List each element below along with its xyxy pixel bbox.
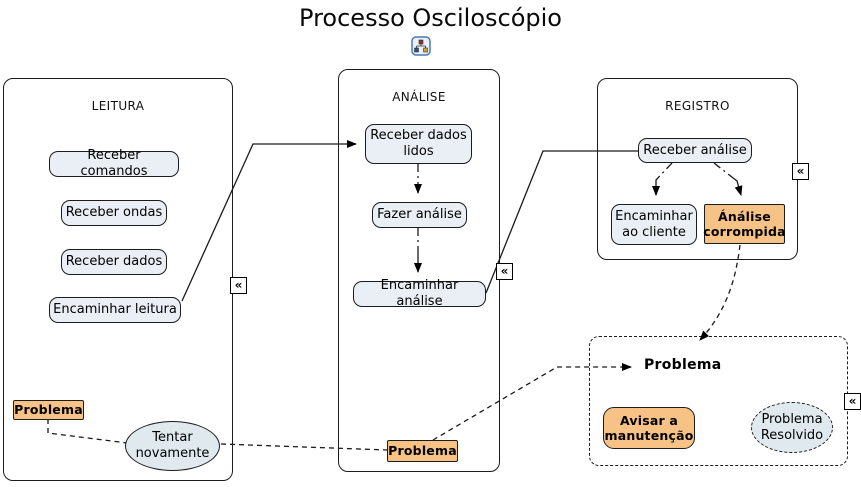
node-problema-resolvido[interactable]: Problema Resolvido [751,402,833,453]
connector-problema-analise-to-problema-destino [432,363,632,441]
collapse-icon-problema-group[interactable]: « [844,393,861,410]
node-encaminhar-ao-cliente-label: Encaminhar ao cliente [615,208,693,240]
connector-receber-analise-to-analise-corrompida [713,162,743,196]
node-problema-leitura[interactable]: Problema [13,400,84,420]
collapse-icon-registro-glyph: « [796,163,805,178]
node-receber-comandos[interactable]: Receber comandos [49,148,179,179]
collapse-icon-analise[interactable]: « [496,263,513,280]
node-encaminhar-leitura-label: Encaminhar leitura [53,302,177,318]
node-fazer-analise-label: Fazer análise [377,207,462,223]
lane-analise-label: ANÁLISE [392,90,446,104]
connector-problema-leitura-to-tentar-novamente [47,419,128,444]
node-encaminhar-ao-cliente[interactable]: Encaminhar ao cliente [611,204,697,245]
node-problema-resolvido-label: Problema Resolvido [760,411,824,443]
node-receber-dados-label: Receber dados [65,254,163,270]
collapse-icon-registro[interactable]: « [792,163,809,180]
node-receber-analise[interactable]: Receber análise [638,138,752,163]
node-problema-analise-label: Problema [388,443,457,459]
node-receber-ondas-label: Receber ondas [65,205,163,221]
node-analise-corrompida-label: Ánálise corrompida [703,208,786,239]
lane-registro-label: REGISTRO [665,99,730,113]
collapse-icon-leitura-glyph: « [234,277,243,292]
node-avisar-manutencao-label: Avisar a manutenção [604,412,694,443]
page-title: Processo Osciloscópio [299,4,562,32]
node-tentar-novamente[interactable]: Tentar novamente [125,421,220,471]
node-tentar-novamente-label: Tentar novamente [135,430,210,461]
connector-encaminhar-analise-to-receber-analise [485,150,638,294]
node-receber-ondas[interactable]: Receber ondas [61,200,167,226]
flowchart-icon[interactable] [411,36,431,60]
node-receber-dados-lidos[interactable]: Receber dados lidos [365,124,472,164]
connector-receber-analise-to-encaminhar-ao-cliente [652,162,673,196]
node-encaminhar-analise[interactable]: Encaminhar análise [353,278,486,309]
node-avisar-manutencao[interactable]: Avisar a manutenção [603,407,695,449]
node-encaminhar-analise-label: Encaminhar análise [380,278,459,309]
node-problema-analise[interactable]: Problema [387,440,458,462]
lane-leitura-label: LEITURA [91,99,145,113]
node-receber-analise-label: Receber análise [643,142,747,158]
node-receber-comandos-label: Receber comandos [80,148,148,179]
flowchart-icon-glyph [411,36,431,56]
connector-analise-corrompida-to-group-problema [699,244,741,341]
collapse-icon-problema-group-glyph: « [848,393,857,408]
node-receber-dados-lidos-label: Receber dados lidos [370,128,467,159]
node-fazer-analise[interactable]: Fazer análise [372,202,467,228]
connector-encaminhar-leitura-to-receber-dados-lidos [181,140,357,302]
node-receber-dados[interactable]: Receber dados [61,249,167,275]
node-problema-leitura-label: Problema [14,402,83,418]
node-encaminhar-leitura[interactable]: Encaminhar leitura [49,297,181,323]
connector-tentar-novamente-to-problema-analise [220,443,388,451]
label-problema-destino: Problema [644,357,722,373]
node-analise-corrompida[interactable]: Ánálise corrompida [703,204,786,244]
collapse-icon-analise-glyph: « [500,263,509,278]
collapse-icon-leitura[interactable]: « [230,277,247,294]
